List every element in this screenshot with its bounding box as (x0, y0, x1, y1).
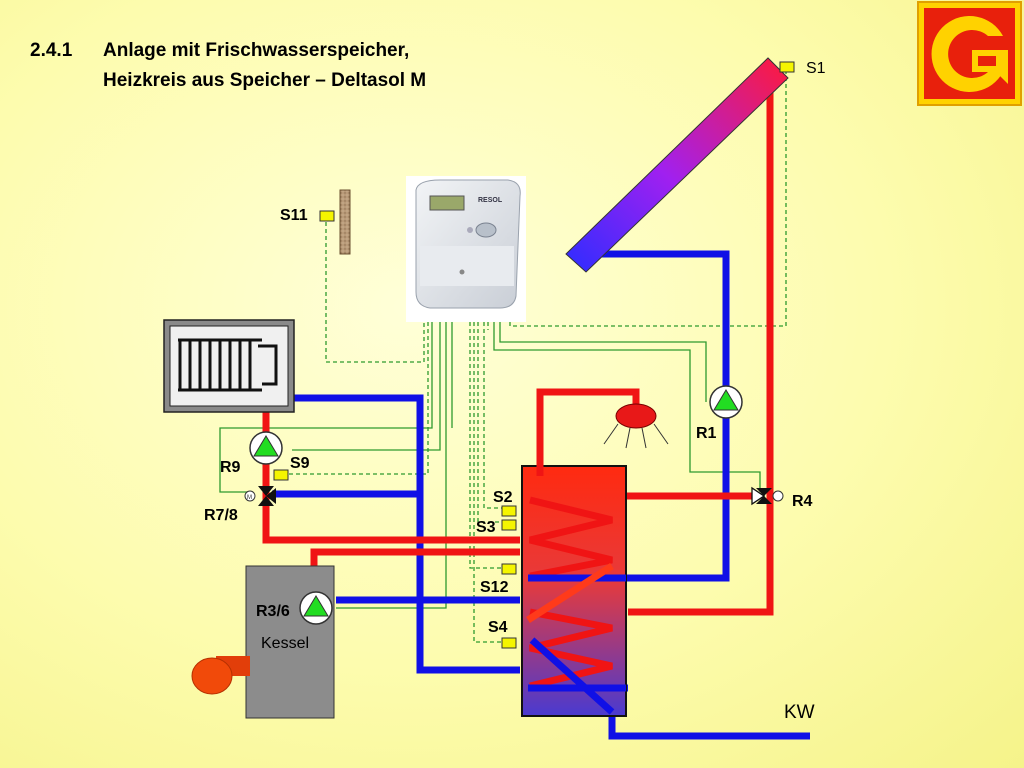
sensor-s1 (779, 61, 795, 73)
label-r9: R9 (220, 459, 241, 476)
slide-title-line2: Heizkreis aus Speicher – Deltasol M (103, 70, 426, 91)
sensor-wires (288, 68, 787, 643)
label-r78: R7/8 (204, 507, 238, 524)
pipes-hot (262, 78, 774, 690)
valve-r78: M (244, 486, 276, 506)
label-r1: R1 (696, 425, 717, 442)
label-s9: S9 (290, 455, 310, 472)
label-s2: S2 (493, 489, 513, 506)
pump-r1 (709, 385, 743, 419)
shower-head (603, 403, 669, 449)
slide-title-line1: Anlage mit Frischwasserspeicher, (103, 40, 409, 61)
controller-brand: RESOL (478, 197, 503, 204)
motor-label: M (247, 495, 252, 501)
sensor-s12 (501, 563, 517, 575)
boiler (191, 565, 335, 719)
sensor-s4 (501, 637, 517, 649)
label-kw: KW (784, 702, 815, 723)
label-r4: R4 (792, 493, 813, 510)
sensor-s11 (319, 210, 335, 222)
sensors (273, 61, 795, 649)
sensor-s3 (501, 519, 517, 531)
label-s3: S3 (476, 519, 496, 536)
solar-collector (565, 57, 789, 273)
controller-device: RESOL (406, 176, 526, 322)
outdoor-wall (339, 189, 351, 255)
pump-r9 (249, 431, 283, 465)
label-s1: S1 (806, 60, 826, 77)
valve-r4 (751, 486, 784, 506)
label-s4: S4 (488, 619, 508, 636)
sensor-s9 (273, 469, 289, 481)
label-s11: S11 (280, 207, 308, 224)
g-arrow-logo (917, 1, 1022, 106)
label-s12: S12 (480, 579, 509, 596)
label-kessel: Kessel (261, 635, 309, 652)
sensor-s2 (501, 505, 517, 517)
pump-r36 (299, 591, 333, 625)
radiator (163, 319, 295, 413)
label-r36: R3/6 (256, 603, 290, 620)
controller-wires (219, 322, 761, 609)
slide-number: 2.4.1 (30, 40, 73, 61)
